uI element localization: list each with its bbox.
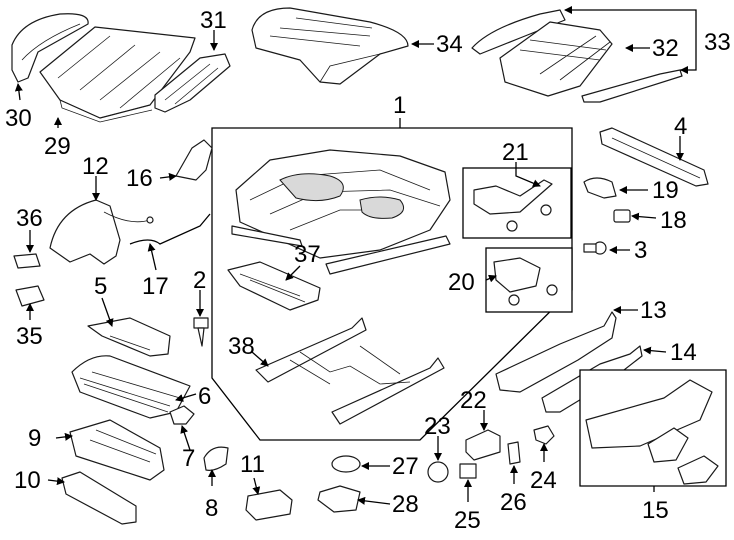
knob-23-part: [427, 461, 449, 483]
callout-32: 32: [652, 35, 679, 62]
knob-27-part: [331, 455, 361, 473]
clip-24-part: [533, 425, 555, 445]
callout-1: 1: [393, 92, 406, 119]
callout-19: 19: [652, 177, 679, 204]
clip-35-part: [15, 285, 45, 307]
recliner-motor-inset-box: [485, 247, 573, 313]
callout-27: 27: [392, 453, 419, 480]
callout-29: 29: [44, 133, 71, 160]
lower-shield-part: [71, 355, 191, 419]
callout-30: 30: [5, 105, 32, 132]
callout-31: 31: [200, 7, 227, 34]
callout-34: 34: [436, 31, 463, 58]
callout-24: 24: [530, 467, 557, 494]
track-cover-rail-part: [599, 127, 709, 187]
track-plate-part: [227, 261, 321, 311]
switch-22-part: [465, 429, 501, 461]
knob-part: [203, 446, 229, 471]
lower-track-rail-part: [255, 317, 445, 425]
callout-10: 10: [14, 467, 41, 494]
seat-cover-part: [251, 7, 409, 85]
cushion-bolster-part: [154, 53, 231, 113]
seat-motor-inset-box: [462, 167, 572, 239]
callout-26: 26: [500, 489, 527, 516]
callout-5: 5: [94, 273, 107, 300]
callout-12: 12: [82, 153, 109, 180]
callout-7: 7: [182, 445, 195, 472]
callout-28: 28: [392, 491, 419, 518]
callout-23: 23: [424, 413, 451, 440]
callout-33: 33: [704, 29, 731, 56]
trim-strip-part: [61, 471, 137, 525]
side-trim-assembly-box: [579, 369, 727, 487]
upper-panel-part: [87, 317, 171, 357]
outer-side-cover-part: [495, 311, 617, 393]
cable-part: [129, 213, 211, 245]
cap-36-part: [13, 253, 41, 269]
screw-part: [193, 317, 209, 347]
callout-35: 35: [16, 323, 43, 350]
leader-lines: [14, 6, 697, 505]
cap-25-part: [459, 463, 477, 479]
callout-6: 6: [198, 383, 211, 410]
track-end-cap-part: [583, 177, 617, 199]
callout-9: 9: [28, 425, 41, 452]
callout-3: 3: [634, 237, 647, 264]
mount-plate-part: [69, 419, 165, 481]
callout-8: 8: [205, 495, 218, 522]
callout-38: 38: [228, 333, 255, 360]
callout-20: 20: [448, 269, 475, 296]
bracket-28-part: [317, 485, 361, 513]
callout-14: 14: [670, 339, 697, 366]
bracket-part: [175, 139, 213, 181]
callout-18: 18: [660, 207, 687, 234]
callout-22: 22: [460, 387, 487, 414]
callout-37: 37: [294, 241, 321, 268]
callout-2: 2: [193, 267, 206, 294]
clip-7-part: [169, 405, 195, 425]
callout-21: 21: [502, 139, 529, 166]
callout-labels: 30 29 31 34 32 33 1 4 21 19 18 3 20 16 1…: [5, 7, 731, 534]
callout-25: 25: [454, 507, 481, 534]
seat-heater-mat-part: [471, 9, 683, 103]
button-26-part: [507, 441, 521, 465]
bolt-part: [583, 241, 607, 255]
callout-15: 15: [642, 497, 669, 524]
callout-16: 16: [126, 165, 153, 192]
callout-11: 11: [240, 451, 265, 478]
seat-track-frame-part: [231, 149, 451, 275]
cushion-side-piece-part: [11, 13, 89, 83]
side-shield-part: [49, 199, 154, 265]
callout-4: 4: [674, 113, 687, 140]
callout-36: 36: [16, 205, 43, 232]
callout-17: 17: [142, 273, 169, 300]
switch-part: [245, 489, 293, 521]
clip-part: [613, 209, 631, 223]
callout-13: 13: [640, 297, 667, 324]
